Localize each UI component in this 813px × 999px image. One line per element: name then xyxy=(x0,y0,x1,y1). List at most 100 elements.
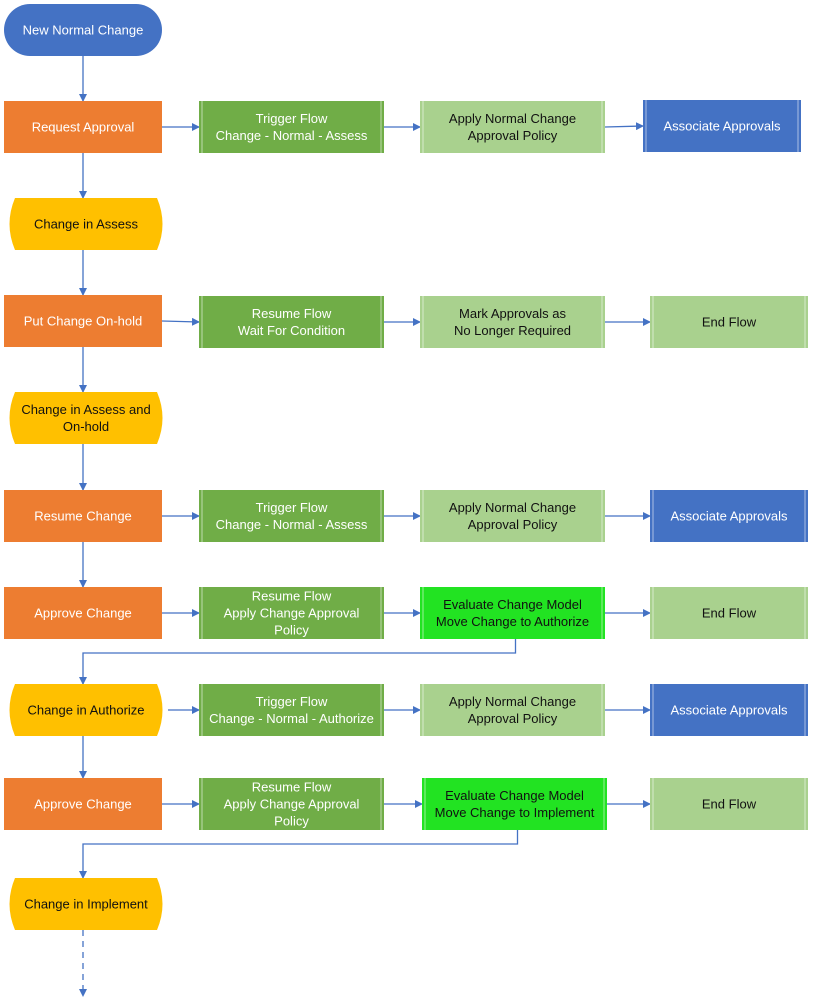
node-associate-approvals: Associate Approvals xyxy=(650,490,808,542)
node-shape xyxy=(4,587,162,639)
node-associate-approvals: Associate Approvals xyxy=(650,684,808,736)
node-request-approval: Request Approval xyxy=(4,101,162,153)
node-shape xyxy=(199,296,384,348)
node-label: Associate Approvals xyxy=(670,509,788,524)
node-shape xyxy=(4,4,162,56)
node-label: Apply Change Approval xyxy=(224,797,360,812)
node-shape xyxy=(420,490,605,542)
connector-arrow xyxy=(79,830,519,879)
node-shape xyxy=(9,198,163,250)
node-shape xyxy=(4,490,162,542)
node-approve-change: Approve Change xyxy=(4,587,162,639)
node-label: Resume Flow xyxy=(252,306,332,321)
connector-arrow xyxy=(79,639,517,685)
node-label: Resume Flow xyxy=(252,589,332,604)
node-shape xyxy=(199,490,384,542)
node-label: End Flow xyxy=(702,606,757,621)
node-label: Resume Change xyxy=(34,509,132,524)
node-shape xyxy=(420,587,605,639)
node-shape xyxy=(422,778,607,830)
node-label: Approve Change xyxy=(34,606,132,621)
node-label: End Flow xyxy=(702,315,757,330)
node-shape xyxy=(420,296,605,348)
node-change-in-implement: Change in Implement xyxy=(9,878,163,930)
node-label: Trigger Flow xyxy=(256,694,328,709)
node-label: Evaluate Change Model xyxy=(443,597,582,612)
node-label: Trigger Flow xyxy=(256,111,328,126)
node-shape xyxy=(650,587,808,639)
node-label: Associate Approvals xyxy=(663,119,781,134)
node-label: Evaluate Change Model xyxy=(445,788,584,803)
node-shape xyxy=(199,587,384,639)
node-label: Apply Normal Change xyxy=(449,111,576,126)
connectors xyxy=(79,56,651,997)
node-change-in-authorize: Change in Authorize xyxy=(9,684,163,736)
node-shape xyxy=(9,684,163,736)
node-shape xyxy=(650,296,808,348)
node-shape xyxy=(9,878,163,930)
node-label: No Longer Required xyxy=(454,323,571,338)
node-label: Put Change On-hold xyxy=(24,314,143,329)
connector-arrow xyxy=(161,317,200,326)
node-shape xyxy=(9,392,163,444)
node-label: Associate Approvals xyxy=(670,703,788,718)
node-shape xyxy=(420,101,605,153)
node-shape xyxy=(650,778,808,830)
node-shape xyxy=(650,684,808,736)
node-label: Change in Implement xyxy=(24,897,148,912)
node-label: Resume Flow xyxy=(252,780,332,795)
node-end-flow: End Flow xyxy=(650,778,808,830)
node-shape xyxy=(643,100,801,152)
node-label: Wait For Condition xyxy=(238,323,345,338)
node-label: Change in Assess xyxy=(34,217,139,232)
node-shape xyxy=(4,295,162,347)
node-label: Mark Approvals as xyxy=(459,306,566,321)
node-shape xyxy=(4,101,162,153)
node-associate-approvals: Associate Approvals xyxy=(643,100,801,152)
node-shape xyxy=(199,684,384,736)
node-approve-change: Approve Change xyxy=(4,778,162,830)
node-shape xyxy=(650,490,808,542)
node-shape xyxy=(199,101,384,153)
node-resume-change: Resume Change xyxy=(4,490,162,542)
node-label: Apply Normal Change xyxy=(449,500,576,515)
node-label: On-hold xyxy=(63,419,109,434)
node-label: Request Approval xyxy=(32,120,135,135)
node-label: Change in Authorize xyxy=(27,703,144,718)
node-label: Approve Change xyxy=(34,797,132,812)
node-new-normal-change: New Normal Change xyxy=(4,4,162,56)
node-label: Change - Normal - Assess xyxy=(216,128,368,143)
node-label: End Flow xyxy=(702,797,757,812)
node-mark-approvals-as-no-longer-required: Mark Approvals as No Longer Required xyxy=(420,296,605,348)
node-label: Change - Normal - Assess xyxy=(216,517,368,532)
node-shape xyxy=(4,778,162,830)
node-change-in-assess: Change in Assess xyxy=(9,198,163,250)
node-label: Change in Assess and xyxy=(21,402,150,417)
node-label: Apply Normal Change xyxy=(449,694,576,709)
node-label: Move Change to Authorize xyxy=(436,614,589,629)
node-label: Policy xyxy=(274,814,309,829)
node-label: Approval Policy xyxy=(468,517,558,532)
node-label: Change - Normal - Authorize xyxy=(209,711,374,726)
node-label: Move Change to Implement xyxy=(435,805,595,820)
node-shape xyxy=(420,684,605,736)
node-label: Approval Policy xyxy=(468,128,558,143)
node-label: Trigger Flow xyxy=(256,500,328,515)
node-label: Approval Policy xyxy=(468,711,558,726)
node-label: Policy xyxy=(274,623,309,638)
connector-arrow xyxy=(604,122,644,131)
